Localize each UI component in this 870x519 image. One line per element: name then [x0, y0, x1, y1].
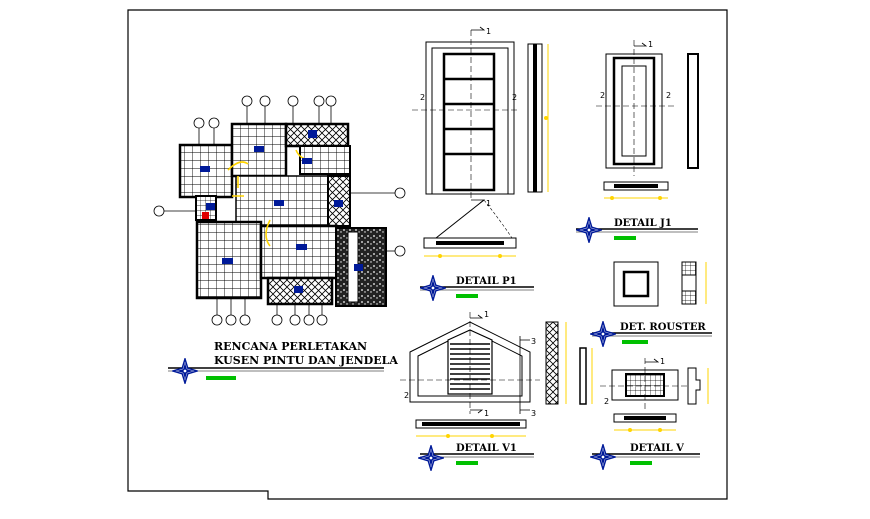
detail-j1-title: DETAIL J1 — [614, 218, 672, 229]
v1-section-mark-top: 1 — [484, 310, 489, 319]
plan-title-line2: KUSEN PINTU DAN JENDELA — [214, 354, 398, 367]
p1-section-mark-left: 2 — [420, 93, 425, 102]
floor-plan — [153, 95, 406, 384]
detail-v-title: DETAIL V — [630, 443, 684, 454]
detail-v-marker-icon — [590, 444, 616, 470]
detail-rouster-drawing — [590, 261, 712, 347]
detail-p1-marker-icon — [420, 275, 446, 301]
v1-section-mark-left: 2 — [404, 391, 409, 400]
j1-section-mark-left: 2 — [600, 91, 605, 100]
detail-j1-marker-icon — [576, 217, 602, 243]
detail-p1-title: DETAIL P1 — [456, 276, 517, 287]
detail-v1-drawing — [400, 312, 593, 471]
sheet-border — [127, 9, 728, 500]
detail-v1-title: DETAIL V1 — [456, 443, 517, 454]
v-section-mark-top: 1 — [660, 357, 665, 366]
v-section-mark-left: 2 — [604, 397, 609, 406]
north-arrow-icon — [172, 358, 198, 384]
detail-rouster-marker-icon — [590, 321, 616, 347]
j1-section-mark-right: 2 — [666, 91, 671, 100]
detail-rouster-title: DET. ROUSTER — [620, 322, 706, 333]
detail-v-drawing — [590, 358, 709, 470]
v1-section-mark-bottom: 1 — [484, 409, 489, 418]
detail-j1-drawing — [576, 40, 699, 243]
v1-section-mark-right-bottom: 3 — [531, 409, 536, 418]
p1-section-mark-top: 1 — [486, 27, 491, 36]
detail-p1-drawing — [412, 26, 549, 301]
plan-title-line1: RENCANA PERLETAKAN — [214, 340, 367, 353]
p1-section-mark-right: 2 — [512, 93, 517, 102]
v1-section-mark-right-top: 3 — [531, 337, 536, 346]
detail-v1-marker-icon — [418, 445, 444, 471]
p1-section-mark-bottom: 1 — [486, 199, 491, 208]
j1-section-mark-top: 1 — [648, 40, 653, 49]
